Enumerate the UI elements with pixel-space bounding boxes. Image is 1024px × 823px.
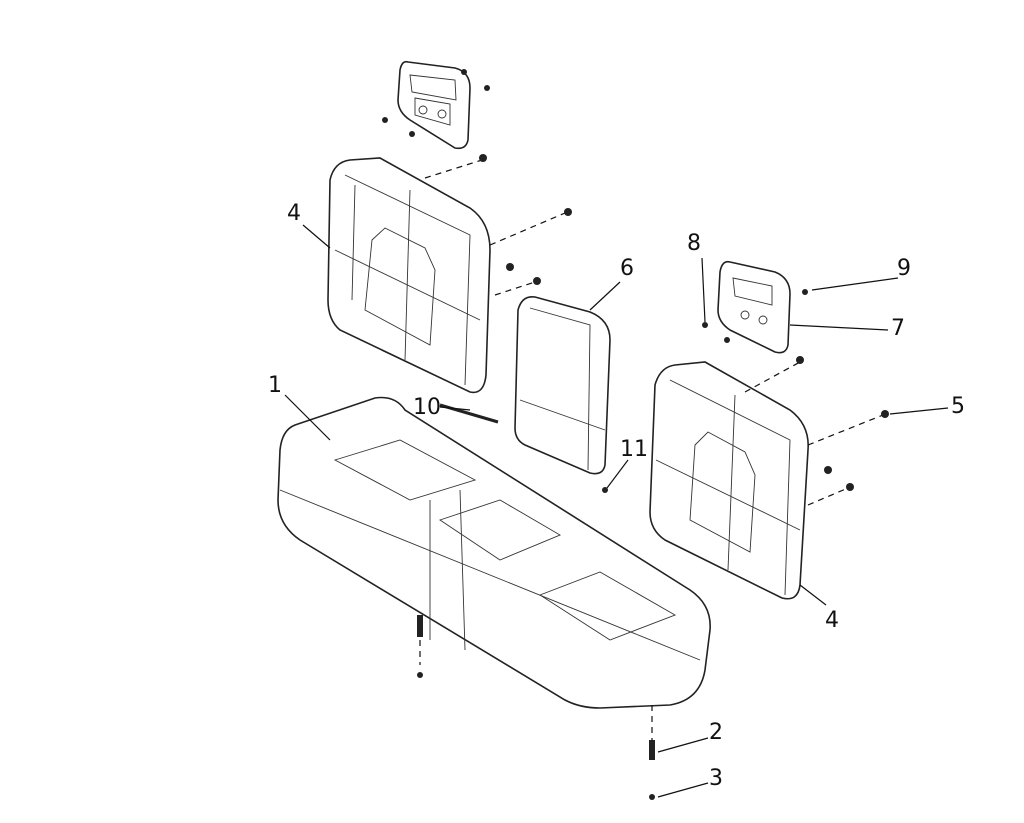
seat-cushion [277,396,711,709]
callout-11: 11 [620,437,648,462]
headrest-right [717,260,791,354]
callout-5: 5 [951,394,965,419]
backrest-right [649,361,809,600]
callout-4-left: 4 [287,201,301,226]
callout-6: 6 [620,256,634,281]
fasteners [382,69,889,800]
callout-3: 3 [709,766,723,791]
callout-7: 7 [891,316,905,341]
backrest-left [327,157,491,394]
callout-9: 9 [897,256,911,281]
center-backrest [514,295,611,475]
callout-4-right: 4 [825,608,839,633]
callout-2: 2 [709,720,723,745]
callout-1: 1 [268,373,282,398]
callout-10: 10 [413,395,441,420]
callout-8: 8 [687,231,701,256]
headrest-left [397,60,471,150]
